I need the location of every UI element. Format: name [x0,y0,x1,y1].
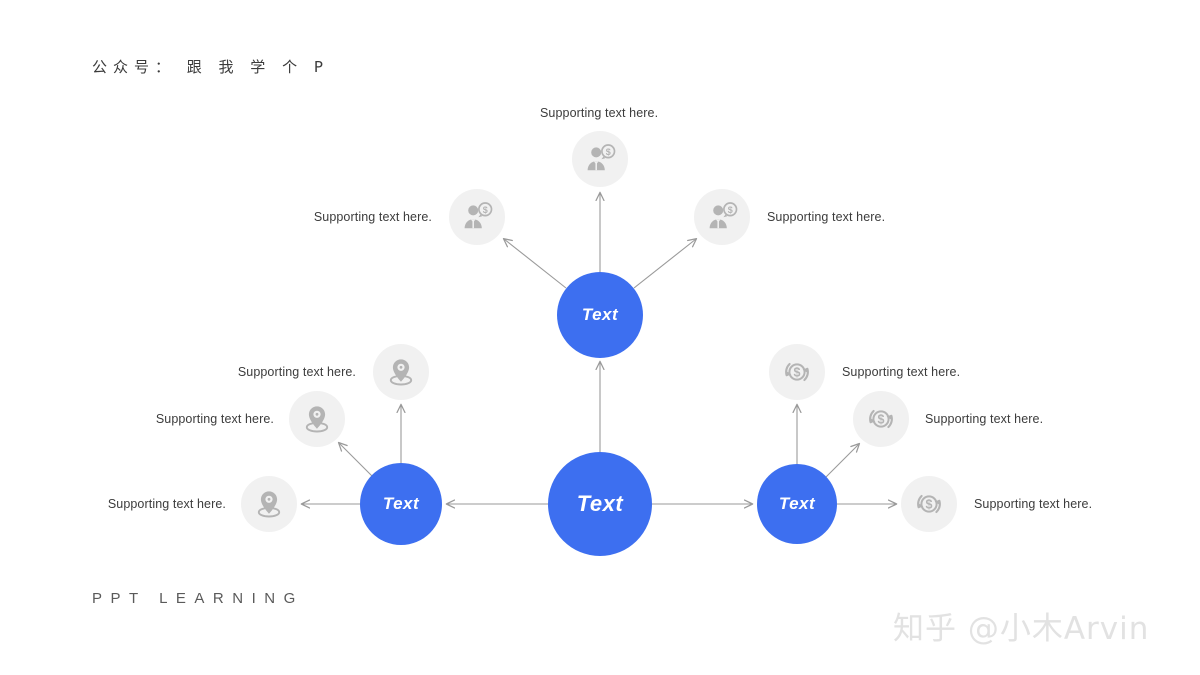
branch-node-top[interactable]: Text [557,272,643,358]
svg-text:$: $ [926,497,933,511]
footer-brand: PPT LEARNING [92,590,304,607]
svg-text:$: $ [728,205,733,215]
watermark: 知乎 @小木Arvin [893,611,1150,647]
dollar-cycle-icon: $ [869,409,893,429]
icon-node-location-pin-left-side[interactable] [241,476,297,532]
icon-node-location-pin-left-up[interactable] [373,344,429,400]
svg-text:$: $ [878,412,885,426]
svg-text:$: $ [483,205,488,215]
branch-node-top-label: Text [581,305,619,324]
support-label-top-left: Supporting text here. [313,210,432,224]
branch-node-right[interactable]: Text [757,464,837,544]
support-label-right-side: Supporting text here. [974,497,1093,511]
dollar-cycle-icon: $ [785,362,809,382]
svg-text:$: $ [606,147,611,157]
icon-node-dollar-cycle-right-diag[interactable]: $ [853,391,909,447]
icon-node-person-dollar-top-right[interactable]: $ [694,189,750,245]
person-dollar-icon: $ [709,202,738,229]
support-label-top-center: Supporting text here. [540,106,659,120]
hub-node[interactable]: Text [548,452,652,556]
person-dollar-icon: $ [464,202,493,229]
icon-node-person-dollar-top-left[interactable]: $ [449,189,505,245]
support-label-left-diag: Supporting text here. [155,412,274,426]
location-pin-icon [305,406,329,433]
support-label-right-diag: Supporting text here. [925,412,1044,426]
connector-right-to-diag [824,442,861,479]
support-label-left-side: Supporting text here. [107,497,226,511]
support-label-top-right: Supporting text here. [767,210,886,224]
icon-node-dollar-cycle-right-side[interactable]: $ [901,476,957,532]
icon-node-person-dollar-top-center[interactable]: $ [572,131,628,187]
icon-node-location-pin-left-diag[interactable] [289,391,345,447]
location-pin-icon [257,491,281,518]
branch-node-left-label: Text [382,494,420,513]
connector-left-to-diag [337,441,374,478]
connector-top-to-left [502,237,567,289]
hub-node-label: Text [576,491,624,516]
person-dollar-icon: $ [587,144,616,171]
location-pin-icon [389,359,413,386]
support-label-right-up: Supporting text here. [842,365,961,379]
icon-node-dollar-cycle-right-up[interactable]: $ [769,344,825,400]
support-label-left-up: Supporting text here. [237,365,356,379]
connector-top-to-right [633,237,698,289]
svg-text:$: $ [794,365,801,379]
branch-node-left[interactable]: Text [360,463,442,545]
branch-node-right-label: Text [778,494,816,513]
dollar-cycle-icon: $ [917,494,941,514]
header-title: 公众号： 跟 我 学 个 P [92,58,329,76]
